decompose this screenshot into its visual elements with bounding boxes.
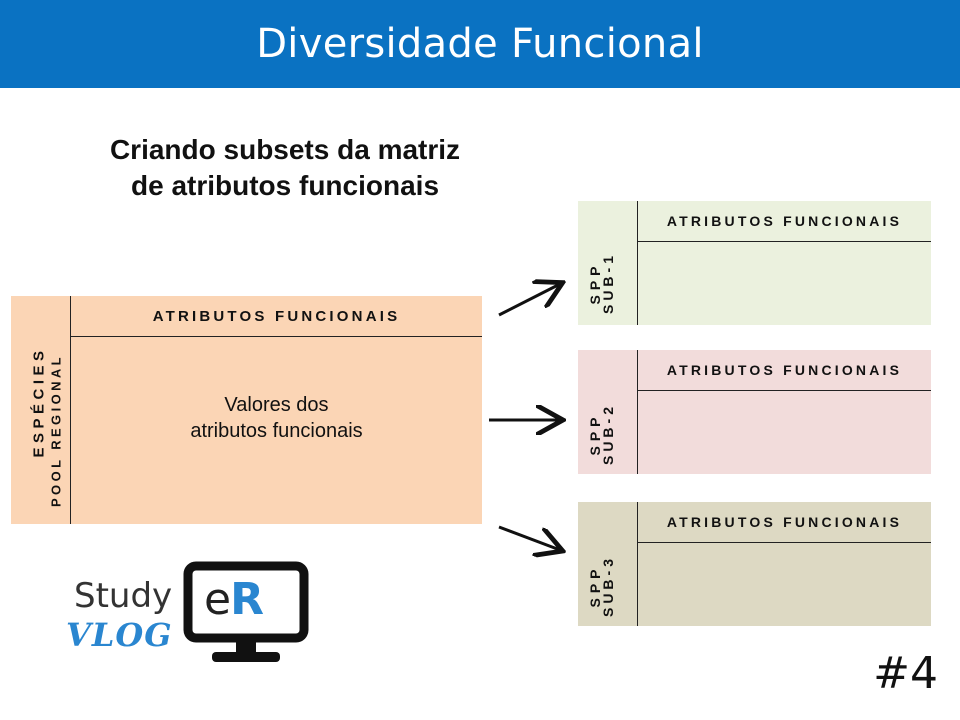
subset-1-column-header: ATRIBUTOS FUNCIONAIS — [666, 213, 903, 229]
subset-2-vertical-divider — [637, 350, 638, 474]
subtitle-line-1: Criando subsets da matriz — [109, 134, 461, 165]
subset-1-vertical-divider — [637, 201, 638, 325]
page-title: Diversidade Funcional — [256, 21, 704, 67]
main-matrix-column-header: ATRIBUTOS FUNCIONAIS — [152, 307, 401, 325]
subset-3-horizontal-divider — [637, 542, 931, 543]
logo-study-text: Study — [74, 576, 173, 616]
subset-3-column-header: ATRIBUTOS FUNCIONAIS — [666, 514, 903, 530]
main-matrix-body-line-1: Valores dos — [224, 394, 329, 416]
title-banner: Diversidade Funcional — [0, 0, 960, 88]
slide-number: #4 — [873, 648, 938, 699]
subset-2-column-header: ATRIBUTOS FUNCIONAIS — [666, 362, 903, 378]
subset-1-row-label-sub: SUB-1 — [600, 252, 616, 315]
main-matrix-body-line-2: atributos funcionais — [190, 420, 363, 442]
subset-3-row-label-sub: SUB-3 — [600, 555, 616, 618]
arrow-to-subset-1-icon — [498, 284, 560, 317]
logo-screen-text: eR eR — [204, 574, 264, 625]
subset-matrix-3: ATRIBUTOS FUNCIONAIS SPP SUB-3 — [578, 502, 931, 626]
subset-2-row-label-sub: SUB-2 — [600, 403, 616, 466]
logo-screen-e: e — [204, 574, 231, 625]
logo-vlog-text: VLOG — [66, 616, 173, 654]
main-matrix-horizontal-divider — [70, 336, 482, 337]
monitor-icon — [183, 561, 309, 662]
arrow-to-subset-3-icon — [498, 525, 560, 550]
subset-3-vertical-divider — [637, 502, 638, 626]
main-matrix-vertical-divider — [70, 296, 71, 524]
subset-2-horizontal-divider — [637, 390, 931, 391]
slide-subtitle: Criando subsets da matriz de atributos f… — [60, 132, 510, 204]
subset-1-horizontal-divider — [637, 241, 931, 242]
main-matrix-row-label-pool: POOL REGIONAL — [48, 353, 64, 508]
main-matrix-body: Valores dos atributos funcionais — [71, 392, 482, 444]
logo-screen-r: R — [230, 574, 264, 625]
subset-matrix-2: ATRIBUTOS FUNCIONAIS SPP SUB-2 — [578, 350, 931, 474]
subtitle-line-2: de atributos funcionais — [130, 170, 440, 201]
main-trait-matrix: ATRIBUTOS FUNCIONAIS ESPÉCIES POOL REGIO… — [11, 296, 482, 524]
study-er-vlog-logo: Study VLOG eR eR — [64, 560, 314, 670]
subset-matrix-1: ATRIBUTOS FUNCIONAIS SPP SUB-1 — [578, 201, 931, 325]
main-matrix-row-label-species: ESPÉCIES — [30, 346, 48, 458]
